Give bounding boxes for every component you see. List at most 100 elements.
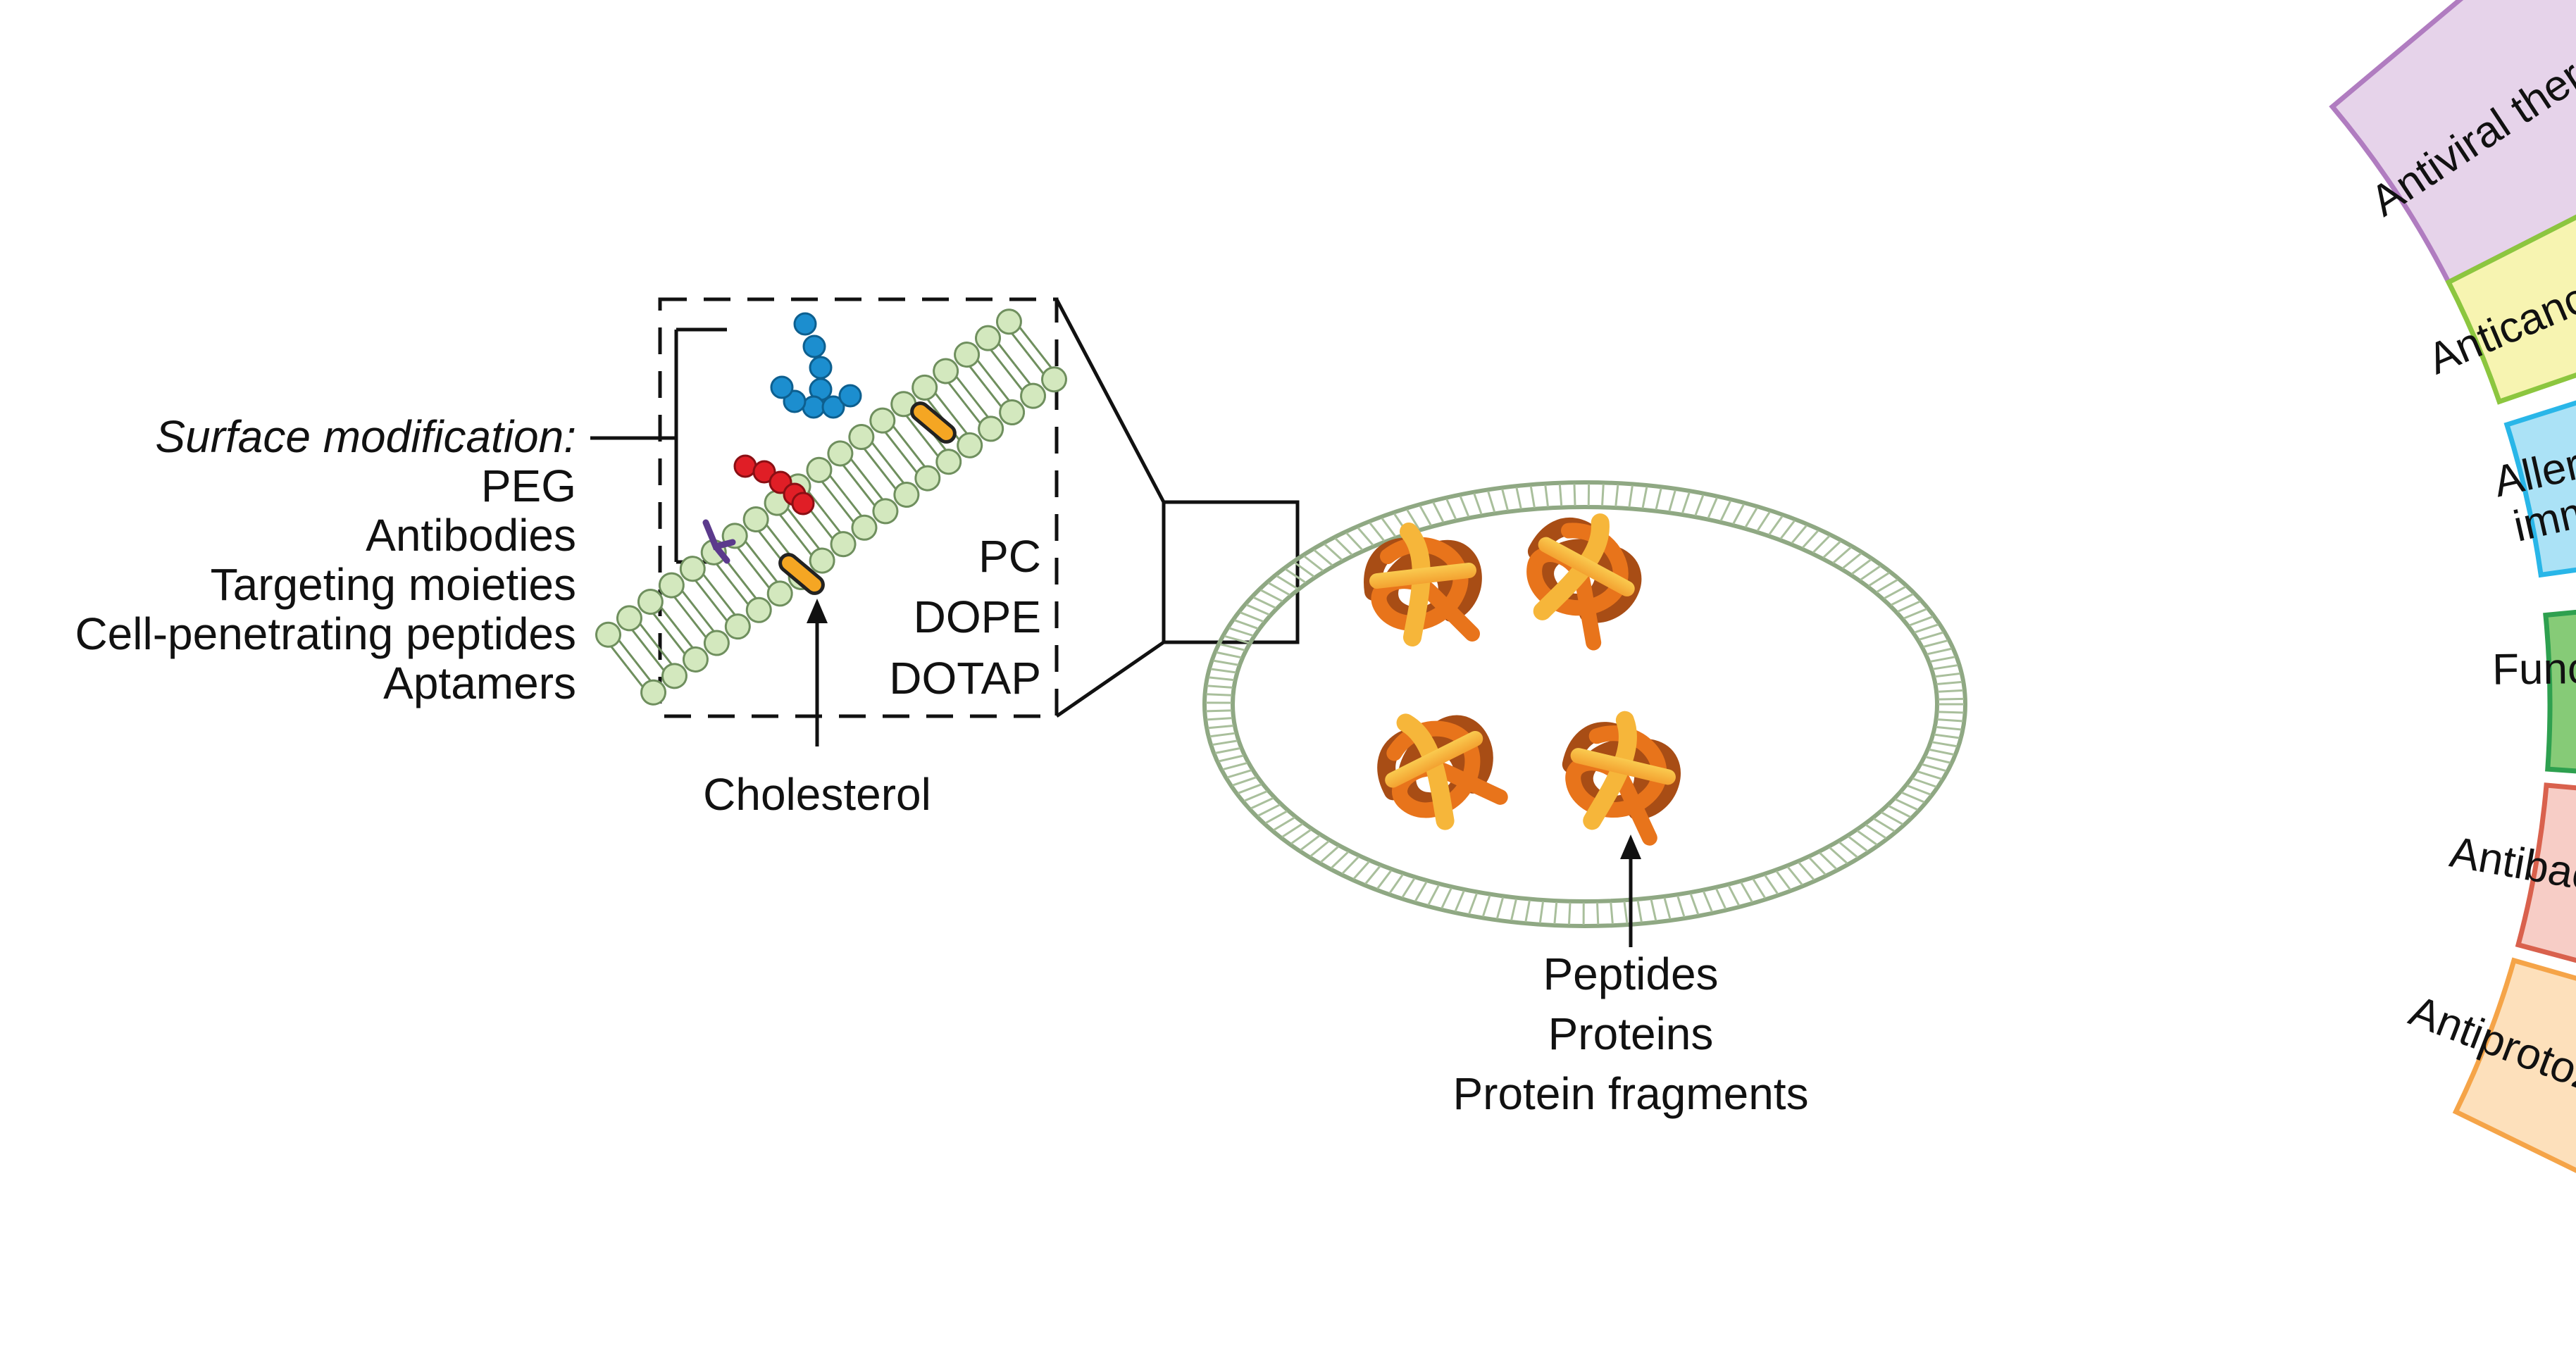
liposome-lipid [1244, 792, 1267, 801]
liposome-lipid [1651, 899, 1656, 920]
liposome-lipid [1919, 632, 1943, 639]
lipid-dope: DOPE [914, 592, 1041, 642]
liposome-lipid [1908, 786, 1931, 795]
liposome-lipid [1220, 644, 1245, 650]
liposome-lipid [1753, 879, 1765, 898]
liposome-lipid [1210, 733, 1236, 737]
liposome-lipid [1370, 523, 1384, 541]
liposome-lipid [1474, 494, 1482, 515]
liposome-lipid [1442, 888, 1452, 908]
liposome-lipid [1922, 764, 1946, 770]
liposome-lipid [1669, 490, 1676, 511]
liposome-lipid [1889, 806, 1910, 817]
liposome-lipid [1447, 499, 1456, 520]
liposome-lipid [1629, 485, 1633, 507]
modification-peg: PEG [481, 461, 576, 511]
application-sector: Antiprotozoan therapy [2403, 961, 2576, 1227]
liposome-lipid [1891, 594, 1913, 606]
surface-modification-title: Surface modification: [155, 411, 576, 462]
liposome-lipid [1483, 896, 1490, 917]
liposome-lipid [1277, 576, 1298, 589]
liposome-lipid [1469, 894, 1477, 915]
liposome-lipid [1810, 858, 1826, 875]
liposome-lipid [1616, 485, 1618, 506]
peg-chain [771, 313, 861, 418]
liposome-lipid [1902, 792, 1924, 802]
liposome-lipid [1792, 525, 1807, 543]
liposome-lipid [1896, 799, 1918, 810]
liposome-lipid [1229, 628, 1253, 636]
liposome-lipid [1247, 605, 1269, 615]
liposome-lipid [1251, 798, 1274, 808]
application-sector-shape [2456, 961, 2576, 1227]
cholesterol-label: Cholesterol [703, 769, 931, 820]
liposome-lipid [1211, 669, 1236, 673]
liposome-lipid [1695, 495, 1703, 515]
cargo-proteins: Proteins [1548, 1008, 1714, 1059]
liposome-lipid [1314, 550, 1333, 565]
liposome-lipid [1924, 641, 1948, 647]
application-sector: Functional peptidesdelivery [2492, 590, 2576, 788]
liposome-lipid [1848, 837, 1867, 851]
cargo-pointer [1620, 835, 1641, 947]
liposome-lipid [1346, 533, 1362, 550]
cargo-protein-fragments: Protein fragments [1452, 1068, 1808, 1119]
application-label: Functional peptides [2492, 641, 2576, 694]
liposome-lipid [1917, 772, 1941, 780]
liposome-lipid [1217, 652, 1241, 657]
liposome-lipid [1269, 583, 1290, 595]
liposome-lipid [1354, 861, 1369, 879]
liposome-lipid [1253, 597, 1275, 608]
liposome-lipid [1691, 894, 1698, 915]
liposome-lipid [1540, 901, 1543, 923]
liposome-lipid [1813, 536, 1829, 553]
liposome-lipid [1321, 846, 1338, 862]
liposome-lipid [1429, 885, 1439, 905]
liposome-lipid [1261, 590, 1283, 601]
liposome-lipid [1833, 547, 1850, 563]
liposome-lipid [1460, 496, 1469, 516]
liposome-lipid [1703, 892, 1712, 912]
liposome-lipid [1488, 491, 1495, 512]
modification-antibodies: Antibodies [366, 510, 576, 561]
liposome-lipid [1233, 777, 1256, 785]
liposome-lipid [1603, 484, 1604, 506]
liposome-lipid [1497, 897, 1502, 918]
liposome-lipid [1716, 889, 1725, 909]
liposome-lipid [1223, 763, 1247, 769]
liposome-lipid [1502, 489, 1508, 511]
liposome-lipid [1207, 718, 1232, 720]
liposome-lipid [1258, 805, 1280, 816]
liposome-lipid [1708, 498, 1717, 518]
liposome-lipid [1402, 878, 1414, 897]
liposome-lipid [1788, 867, 1803, 885]
liposome-lipid [1858, 831, 1877, 845]
liposome-lipid [1638, 901, 1641, 923]
liposome-lipid [1324, 544, 1342, 561]
liposome-lipid [1545, 485, 1548, 507]
liposome-lipid [1336, 538, 1352, 554]
cargo-peptides: Peptides [1543, 949, 1718, 999]
liposome-lipid [1734, 504, 1744, 524]
liposome-lipid [1927, 649, 1952, 654]
lipid-labels: PC DOPE DOTAP [889, 531, 1041, 704]
liposome-lipid [1343, 857, 1359, 874]
liposome-lipid [1823, 542, 1840, 558]
peg-bead [795, 313, 816, 335]
liposome-lipid [1560, 485, 1561, 506]
liposome-lipid [1455, 891, 1464, 911]
liposome-lipid [1860, 566, 1880, 580]
liposome-lipid [1358, 527, 1374, 545]
surface-modification-labels: Surface modification: PEG Antibodies Tar… [75, 411, 576, 708]
liposome-lipid [1769, 516, 1783, 535]
liposome-lipid [1721, 501, 1731, 521]
liposome-lipid [1235, 620, 1258, 629]
liposome-lipid [1526, 901, 1530, 923]
peg-bead [804, 336, 825, 357]
liposome-lipid [1757, 512, 1770, 531]
liposome-lipid [1939, 712, 1964, 713]
liposome-lipid [1624, 901, 1627, 923]
